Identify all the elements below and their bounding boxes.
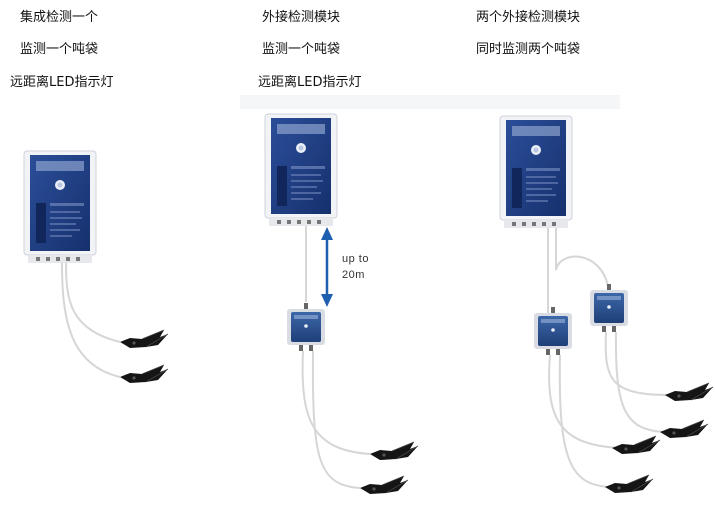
- watermark-band: [240, 95, 620, 109]
- distance-label-line2: 20m: [342, 269, 365, 281]
- clamp-icon: [119, 364, 169, 384]
- clamp-icon: [659, 419, 709, 439]
- clamp-icon: [119, 329, 169, 349]
- col1-caption-2: 监测一个吨袋: [20, 42, 99, 57]
- col2-caption-1: 外接检测模块: [262, 10, 341, 25]
- col1-caption-3: 远距离LED指示灯: [10, 75, 114, 90]
- clamp-icon: [604, 474, 654, 494]
- col2-caption-2: 监测一个吨袋: [262, 42, 341, 57]
- col3-device: [499, 115, 714, 494]
- col3-caption-1: 两个外接检测模块: [476, 10, 581, 25]
- clamp-icon: [664, 382, 714, 402]
- col1-device: [23, 150, 169, 384]
- col2-device: [264, 113, 419, 495]
- col2-caption-3: 远距离LED指示灯: [258, 75, 362, 90]
- distance-label-line1: up to: [342, 253, 369, 265]
- clamp-icon: [359, 475, 409, 495]
- distance-arrow: [321, 227, 333, 307]
- col3-caption-2: 同时监测两个吨袋: [476, 42, 581, 57]
- clamp-icon: [369, 441, 419, 461]
- col1-caption-1: 集成检测一个: [20, 10, 99, 25]
- clamp-icon: [611, 435, 661, 455]
